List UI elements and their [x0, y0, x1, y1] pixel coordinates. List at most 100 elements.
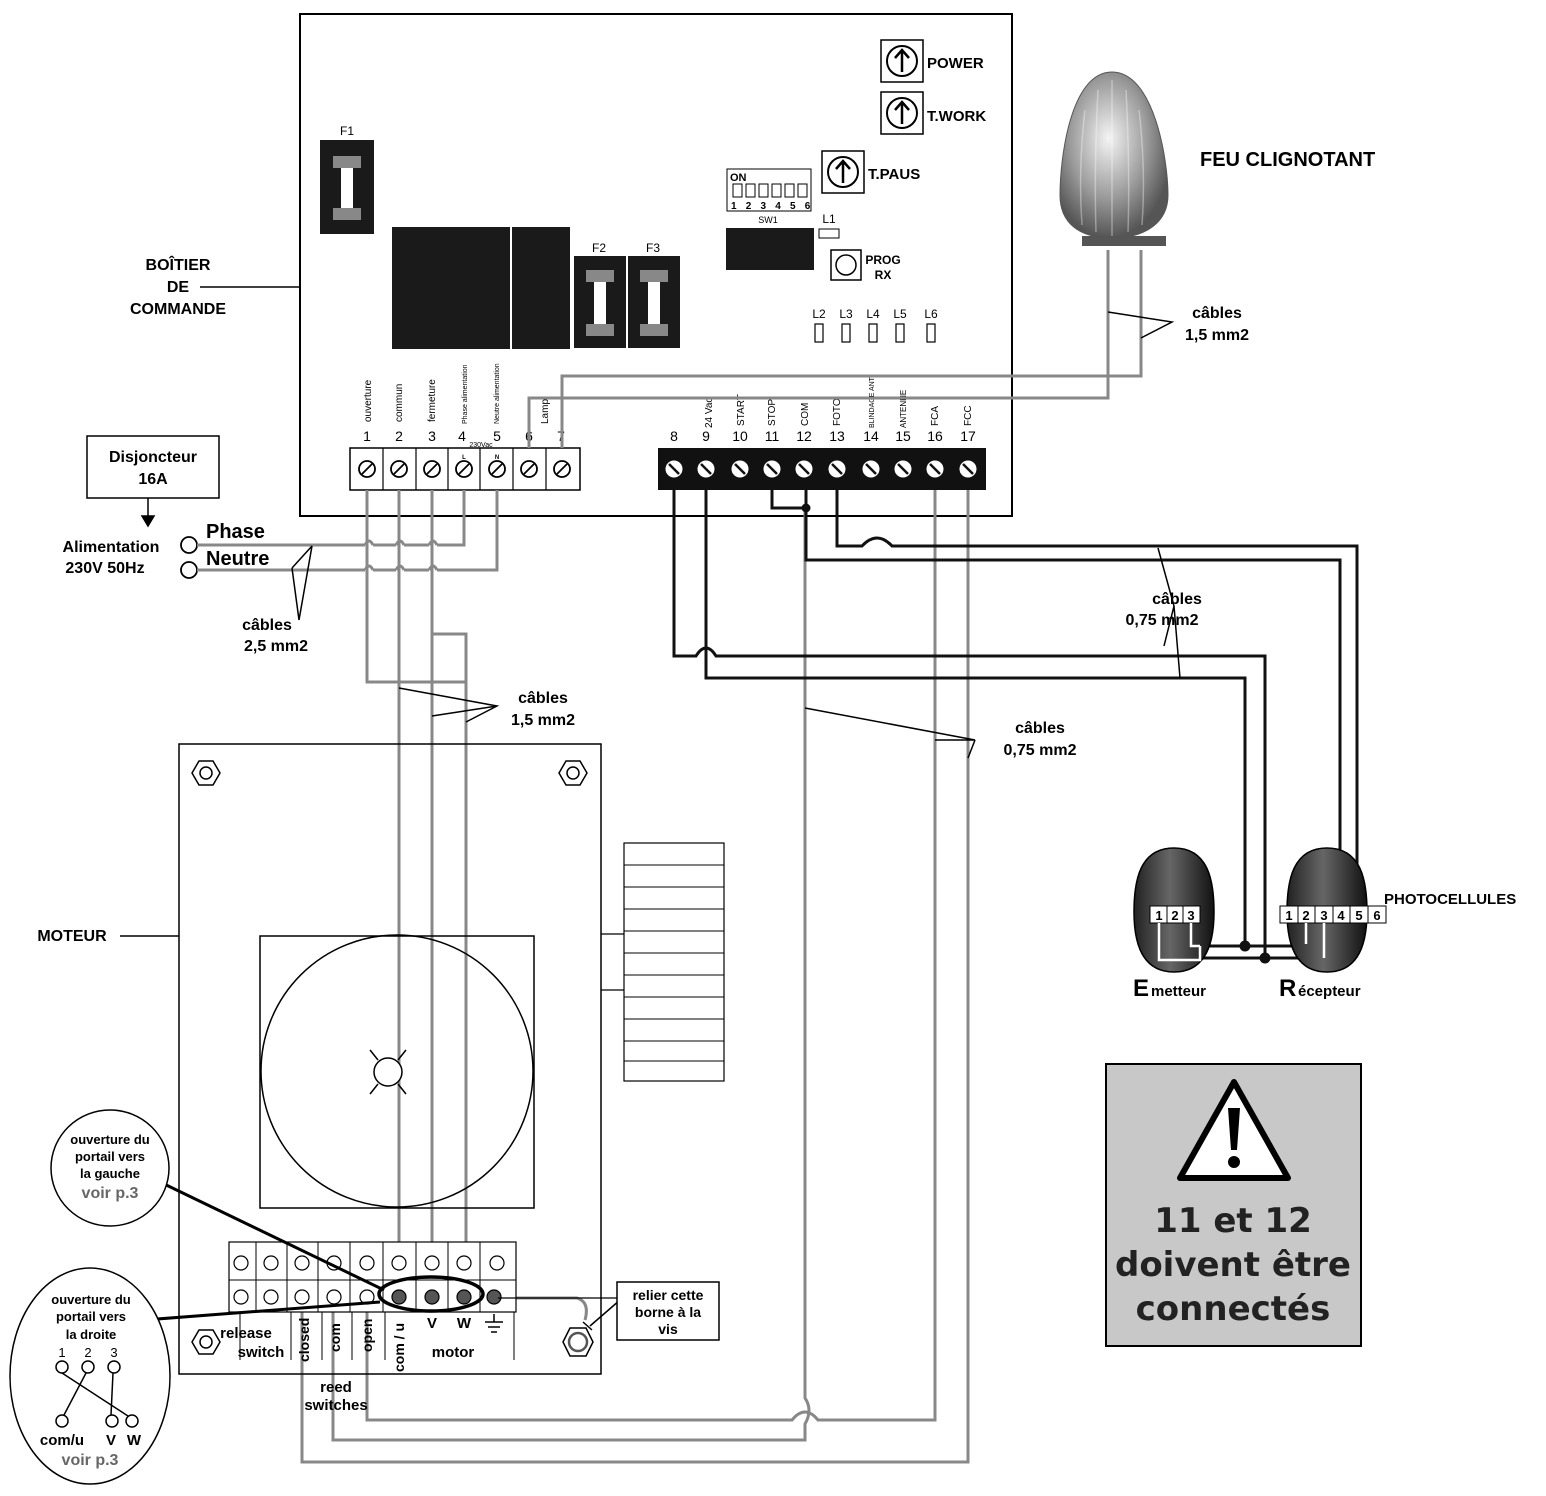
ground-icon: [485, 1314, 503, 1333]
open-label: open: [359, 1319, 375, 1352]
right-terminal-names: 24 Vac START STOP COM FOTO BLINDAGE ANT …: [704, 376, 974, 428]
control-box: BOÎTIER DE COMMANDE F1 F2 F3: [130, 13, 1013, 517]
led-row: L2 L3 L4 L5 L6: [812, 307, 938, 343]
dip-switch-sw1[interactable]: ON 1 2 3 4 5 6: [726, 168, 813, 212]
photocells-label: PHOTOCELLULES: [1384, 891, 1516, 908]
tpaus-label: T.PAUS: [868, 166, 920, 183]
terminal-number: 15: [895, 428, 911, 444]
bubble-right-comu: com/u: [40, 1432, 84, 1449]
shaft-icon: [373, 1057, 403, 1087]
bubble-right-n1: 1: [58, 1345, 65, 1360]
prog-rx-button[interactable]: [830, 249, 862, 281]
terminal-name: 24 Vac: [704, 398, 715, 428]
emitter-terminal: 1: [1155, 908, 1162, 923]
prog-label: PROG: [865, 253, 900, 267]
reed-label-2: switches: [304, 1397, 367, 1414]
terminal-number: 11: [765, 428, 780, 444]
neutre-label: Neutre: [206, 548, 269, 570]
reed-cable-label-2: 0,75 mm2: [1004, 742, 1077, 759]
photocell-emitter: 1 2 3: [1133, 847, 1215, 973]
terminal-name: Neutre alimentation: [494, 363, 501, 424]
arrow-up-icon: [894, 48, 910, 72]
power-cable-label-2: 2,5 mm2: [244, 638, 308, 655]
terminal-number: 2: [395, 428, 403, 444]
trimmer-twork[interactable]: [880, 91, 924, 135]
gray-wires: [197, 250, 1143, 1464]
flashing-lamp: [1059, 71, 1169, 246]
box-label-2: DE: [167, 279, 190, 296]
trimmer-tpaus[interactable]: [821, 150, 865, 194]
bubble-right-line-2: portail vers: [56, 1309, 126, 1324]
motor-terminals-highlight: [377, 1275, 485, 1313]
receiver-terminal: 3: [1320, 908, 1327, 923]
w-label: W: [457, 1315, 472, 1332]
relay-2: [512, 227, 570, 349]
terminal-name: START: [736, 394, 747, 426]
terminal-name: BLINDAGE ANT: [869, 376, 876, 428]
breaker-label-1: Disjoncteur: [109, 449, 197, 466]
receiver-terminal: 6: [1373, 908, 1380, 923]
alimentation-label-2: 230V 50Hz: [65, 560, 144, 577]
fuse-f3-label: F3: [646, 241, 660, 255]
bubble-right: ouverture du portail vers la droite 1 2 …: [9, 1267, 171, 1485]
led-label: L4: [866, 307, 880, 321]
bubble-right-voir: voir p.3: [62, 1452, 119, 1469]
photo-cable-label-1: câbles: [1152, 591, 1202, 608]
terminal-number: 16: [927, 428, 943, 444]
terminal-name: FCC: [963, 405, 974, 426]
receiver-terminal: 1: [1285, 908, 1292, 923]
right-terminal-block: [658, 448, 986, 490]
pointer-left: [159, 1180, 385, 1292]
fuse-f1-label: F1: [340, 124, 354, 138]
led-label: L6: [924, 307, 938, 321]
twork-label: T.WORK: [927, 108, 986, 125]
breaker-label-2: 16A: [138, 471, 168, 488]
trimmer-power[interactable]: [880, 39, 924, 83]
box-label-1: BOÎTIER: [146, 255, 211, 274]
warning-icon: [1177, 1079, 1291, 1181]
l-mark: L: [462, 455, 466, 461]
terminal-name: STOP: [767, 399, 778, 426]
bubble-right-line-1: ouverture du: [51, 1292, 131, 1307]
motor-label: MOTEUR: [37, 928, 107, 945]
led-l1-label: L1: [822, 212, 836, 226]
bubble-right-w: W: [127, 1432, 142, 1449]
receiver-terminal: 2: [1302, 908, 1309, 923]
terminal-number: 1: [363, 428, 371, 444]
terminal-number: 3: [428, 428, 436, 444]
led-l1: [818, 228, 840, 239]
terminal-name: FOTO: [832, 398, 843, 426]
led-label: L5: [893, 307, 907, 321]
terminal-number: 4: [458, 428, 466, 444]
closed-label: closed: [296, 1318, 312, 1362]
receiver-terminal: 4: [1337, 908, 1345, 923]
terminal-number: 9: [702, 428, 710, 444]
motor-word: motor: [432, 1344, 475, 1361]
fuse-f2-label: F2: [592, 241, 606, 255]
photocell-receiver: 1 2 3 4 5 6: [1279, 847, 1387, 973]
receiver-module: [726, 228, 814, 270]
com-label: com: [327, 1323, 343, 1352]
terminal-name: commun: [394, 384, 405, 422]
bubble-left-line-3: la gauche: [80, 1166, 140, 1181]
photo-cable-label-2: 0,75 mm2: [1126, 612, 1199, 629]
terminal-number: 12: [796, 428, 812, 444]
arrow-up-icon: [835, 159, 851, 183]
bubble-right-n3: 3: [110, 1345, 117, 1360]
terminal-name: fermeture: [427, 379, 438, 422]
terminal-number: 10: [732, 428, 748, 444]
led-label: L3: [839, 307, 853, 321]
terminal-number: 17: [960, 428, 976, 444]
bubble-left-line-1: ouverture du: [70, 1132, 150, 1147]
power-cable-label-1: câbles: [242, 617, 292, 634]
dip-on-label: ON: [730, 172, 747, 184]
emitter-initial: E: [1133, 975, 1149, 1002]
bubble-left-voir: voir p.3: [82, 1185, 139, 1202]
box-label-3: COMMANDE: [130, 301, 226, 318]
alimentation-label-1: Alimentation: [63, 539, 160, 556]
v-label: V: [427, 1315, 437, 1332]
terminal-name: ANTENNE: [899, 390, 908, 428]
bubble-left-line-2: portail vers: [75, 1149, 145, 1164]
motor-cable-label-2: 1,5 mm2: [511, 712, 575, 729]
warning-line-3: connectés: [1136, 1289, 1331, 1329]
